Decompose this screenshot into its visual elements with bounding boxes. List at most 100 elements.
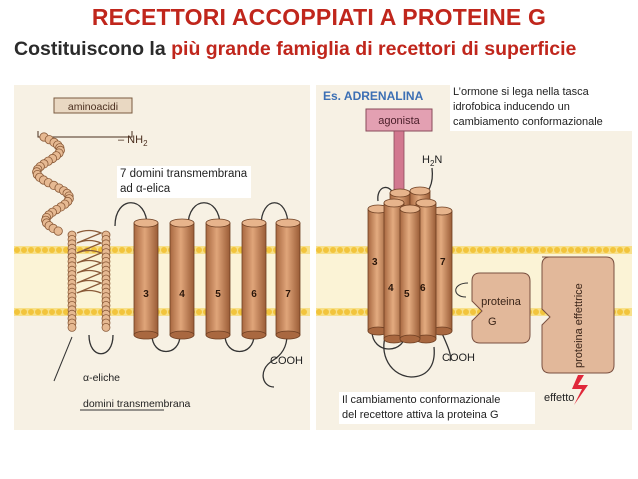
- lipid-head: [316, 309, 322, 315]
- lipid-head: [351, 247, 357, 253]
- lipid-head: [112, 309, 118, 315]
- lipid-head: [91, 309, 97, 315]
- helix-number: 4: [179, 289, 185, 300]
- lipid-head: [161, 309, 167, 315]
- helix-number: 6: [251, 289, 257, 300]
- lipid-head: [358, 309, 364, 315]
- lipid-head: [35, 247, 41, 253]
- extracellular-loops-left: [114, 202, 289, 227]
- right-bottom-note: Il cambiamento conformazionale del recet…: [339, 392, 535, 424]
- right-top-note-line2: idrofobica inducendo un: [453, 101, 570, 113]
- receptor-helix-right: [399, 204, 421, 344]
- lipid-head: [49, 247, 55, 253]
- effect-label: effetto: [544, 392, 574, 404]
- lipid-head: [575, 247, 581, 253]
- lipid-head: [161, 247, 167, 253]
- lipid-head: [477, 247, 483, 253]
- agonist-label: agonista: [378, 115, 420, 127]
- lipid-head: [119, 247, 125, 253]
- aminoacid-bead: [67, 322, 77, 332]
- lipid-head: [603, 247, 609, 253]
- lipid-head: [456, 247, 462, 253]
- left-note: 7 domini transmembrana ad α-elica: [117, 166, 251, 198]
- lipid-head: [526, 247, 532, 253]
- lipid-head: [196, 309, 202, 315]
- lipid-head: [77, 309, 83, 315]
- right-top-note-line1: L’ormone si lega nella tasca: [453, 86, 589, 98]
- lipid-head: [316, 247, 322, 253]
- lipid-head: [42, 309, 48, 315]
- lipid-head: [266, 309, 272, 315]
- lipid-head: [119, 309, 125, 315]
- lipid-head: [589, 247, 595, 253]
- lipid-head: [344, 247, 350, 253]
- lipid-head: [547, 247, 553, 253]
- subtitle-start: Costituiscono la: [14, 38, 172, 60]
- lipid-head: [63, 309, 69, 315]
- lipid-head: [463, 247, 469, 253]
- lipid-head: [456, 309, 462, 315]
- protein-g-label-1: proteina: [481, 296, 522, 308]
- cooh-label-left: COOH: [270, 355, 303, 367]
- subtitle-highlight: più grande famiglia di recettori di supe…: [171, 38, 577, 60]
- receptor-helix-right: [367, 204, 389, 336]
- helix-number-right: 4: [388, 283, 394, 294]
- lipid-head: [330, 247, 336, 253]
- receptor-helix-right: [415, 198, 437, 344]
- lipid-head: [196, 247, 202, 253]
- lipid-head: [540, 247, 546, 253]
- lipid-head: [56, 247, 62, 253]
- lipid-head: [512, 247, 518, 253]
- right-top-note: L’ormone si lega nella tasca idrofobica …: [450, 84, 638, 131]
- transmembrane-helices-left: 3 4 5 6 7: [133, 218, 301, 340]
- lipid-head: [610, 247, 616, 253]
- lipid-head: [337, 309, 343, 315]
- lipid-head: [301, 247, 307, 253]
- lipid-head: [624, 247, 630, 253]
- lipid-head: [126, 309, 132, 315]
- lipid-head: [21, 309, 27, 315]
- lipid-head: [231, 309, 237, 315]
- helix-number-right: 6: [420, 283, 426, 294]
- left-note-line1: 7 domini transmembrana: [120, 168, 248, 180]
- helix-5-left: 5: [205, 218, 231, 340]
- lipid-head: [42, 247, 48, 253]
- effect-bolt-icon: [572, 375, 588, 405]
- slide-title: RECETTORI ACCOPPIATI A PROTEINE G: [91, 4, 547, 30]
- lipid-head: [617, 309, 623, 315]
- lipid-head: [533, 309, 539, 315]
- aminoacids-box: [53, 97, 133, 114]
- lipid-head: [596, 247, 602, 253]
- helix-number: 5: [215, 289, 221, 300]
- lipid-head: [498, 247, 504, 253]
- helix-number: 3: [143, 289, 149, 300]
- lipid-head: [14, 247, 20, 253]
- helix-7-left: 7: [275, 218, 301, 340]
- right-bottom-note-line2: del recettore attiva la proteina G: [342, 409, 499, 421]
- lipid-head: [491, 247, 497, 253]
- helix-number-right: 3: [372, 257, 378, 268]
- aminoacid-bead: [53, 226, 63, 236]
- receptor-helix-right: [383, 198, 405, 344]
- alpha-helix-coil: [76, 229, 103, 294]
- lipid-head: [56, 309, 62, 315]
- aminoacid-chain: [32, 132, 111, 332]
- helix-6-left: 6: [241, 218, 267, 340]
- lipid-head: [617, 247, 623, 253]
- protein-g-label-2: G: [488, 316, 497, 328]
- effector-protein-label: proteina effettrice: [573, 283, 585, 368]
- g-protein-link: [455, 282, 469, 298]
- h2n-label: H2N: [422, 154, 442, 168]
- lipid-head: [344, 309, 350, 315]
- lipid-head: [49, 309, 55, 315]
- aminoacids-bracket: [37, 131, 133, 138]
- right-bottom-note-line1: Il cambiamento conformazionale: [342, 394, 501, 406]
- lipid-head: [568, 247, 574, 253]
- lipid-head: [14, 309, 20, 315]
- lipid-head: [126, 247, 132, 253]
- helix-3-left: 3: [133, 218, 159, 340]
- lipid-head: [554, 247, 560, 253]
